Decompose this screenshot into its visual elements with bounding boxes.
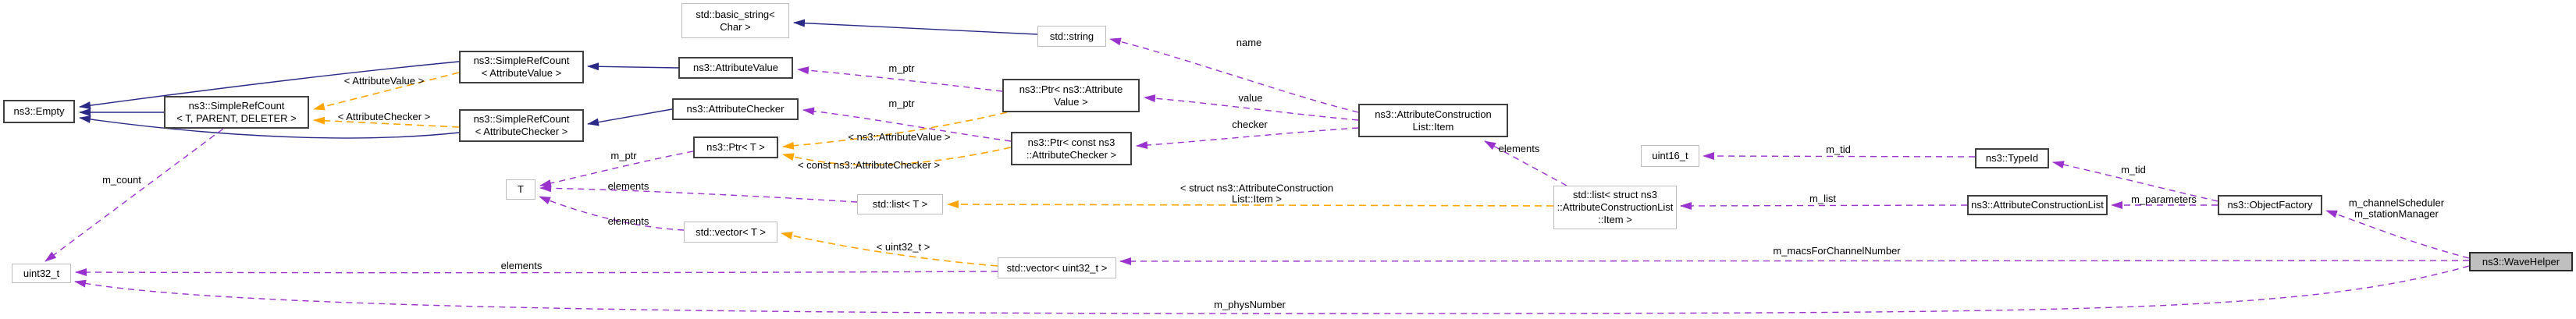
edge-member-m-count <box>44 128 224 262</box>
edge-label-elements-item: elements <box>1498 142 1540 154</box>
edge-label-elements-list-t: elements <box>607 179 649 192</box>
node-ns3-ptr-t[interactable]: ns3::Ptr< T > <box>693 136 778 158</box>
edge-label-m-list: m_list <box>1809 192 1836 204</box>
edge-label-name: name <box>1236 36 1262 48</box>
edge-inherit-attributechecker-simplerefcountAC <box>587 108 673 126</box>
edge-label-m-count: m_count <box>102 173 141 186</box>
edge-inherit-simplerefcountAV-empty <box>79 61 460 110</box>
edge-member-item-checker <box>1136 127 1359 150</box>
node-ns3-simplerefcount-attributechecker[interactable]: ns3::SimpleRefCount < AttributeChecker > <box>459 109 584 142</box>
edge-template-listitem-listT <box>947 200 1554 209</box>
node-ns3-objectfactory[interactable]: ns3::ObjectFactory <box>2218 195 2322 215</box>
edge-label-m-ptr-value: m_ptr <box>888 62 915 74</box>
node-attributeconstructionlist-item[interactable]: ns3::AttributeConstruction List::Item <box>1358 104 1508 137</box>
node-uint32-t: uint32_t <box>12 264 71 283</box>
edge-member-ptrAV-m-ptr <box>797 66 1003 92</box>
edge-member-listitem-elements <box>1484 140 1567 186</box>
edge-inherit-attributevalue-simplerefcountAV <box>587 62 679 71</box>
edge-label-m-macsforchannelnumber: m_macsForChannelNumber <box>1773 244 1901 257</box>
edge-label-m-physnumber: m_physNumber <box>1214 298 1286 310</box>
node-ns3-typeid[interactable]: ns3::TypeId <box>1975 148 2049 168</box>
edge-member-acl-m-list <box>1680 201 1968 210</box>
node-t: T <box>506 179 535 200</box>
edge-template-simplerefcountAC <box>313 116 460 128</box>
edge-member-listT-elements <box>539 184 858 203</box>
edge-label-elements-vector-t: elements <box>607 214 649 227</box>
node-std-vector-uint32-t: std::vector< uint32_t > <box>998 257 1116 278</box>
edge-template-ptrAV-ptrT <box>782 112 1008 150</box>
edge-label-template-ns3-attributevalue: < ns3::AttributeValue > <box>848 130 951 143</box>
edge-label-template-uint32-t: < uint32_t > <box>876 240 930 253</box>
node-std-basic-string: std::basic_string< Char > <box>681 3 789 38</box>
edge-inherit-string-basicstring <box>793 19 1038 35</box>
edge-inherit-simplerefcountAC-empty <box>79 115 460 139</box>
edge-member-vectorT-elements <box>539 196 685 231</box>
edge-label-m-ptr-checker: m_ptr <box>888 97 915 109</box>
node-std-list-attributeconstructionlist-item: std::list< struct ns3 ::AttributeConstru… <box>1553 186 1677 229</box>
node-ns3-wavehelper: ns3::WaveHelper <box>2469 252 2573 271</box>
node-ns3-simplerefcount-attributevalue[interactable]: ns3::SimpleRefCount < AttributeValue > <box>459 51 584 83</box>
edge-label-template-const-attributechecker: < const ns3::AttributeChecker > <box>797 158 941 171</box>
node-ns3-attributevalue[interactable]: ns3::AttributeValue <box>678 57 793 79</box>
edge-template-ptrAC-ptrT <box>782 147 1012 166</box>
node-ns3-ptr-const-attributechecker[interactable]: ns3::Ptr< const ns3 ::AttributeChecker > <box>1011 132 1132 165</box>
node-ns3-attributechecker[interactable]: ns3::AttributeChecker <box>672 98 799 120</box>
edge-label-template-struct-item: < struct ns3::AttributeConstruction List… <box>1179 182 1334 205</box>
node-ns3-simplerefcount-t-parent-deleter[interactable]: ns3::SimpleRefCount < T, PARENT, DELETER… <box>164 96 309 129</box>
edge-label-template-attributechecker: < AttributeChecker > <box>337 110 431 122</box>
edge-label-m-tid-typeid: m_tid <box>1826 143 1851 155</box>
node-std-vector-t: std::vector< T > <box>684 222 777 243</box>
edge-label-value: value <box>1238 91 1263 104</box>
node-ns3-attributeconstructionlist[interactable]: ns3::AttributeConstructionList <box>1967 195 2108 215</box>
edge-label-channelscheduler-stationmanager: m_channelScheduler m_stationManager <box>2348 197 2445 220</box>
edge-label-m-parameters: m_parameters <box>2131 193 2197 205</box>
edge-template-simplerefcountAV <box>313 72 460 111</box>
edge-member-item-value <box>1144 94 1359 121</box>
edge-member-wavehelper-factories <box>2325 210 2470 259</box>
edge-member-typeid-m-tid <box>1703 152 1976 161</box>
edge-label-template-attributevalue: < AttributeValue > <box>343 74 425 87</box>
edge-member-vectoru32-elements <box>75 268 998 277</box>
edge-label-m-tid-objectfactory: m_tid <box>2121 163 2146 175</box>
edge-member-wavehelper-phys <box>74 265 2470 314</box>
edge-member-ptrAC-m-ptr <box>802 107 1012 142</box>
node-std-list-t: std::list< T > <box>857 194 943 214</box>
edge-member-item-name <box>1109 37 1359 113</box>
edge-label-elements-vector-u32: elements <box>500 259 543 271</box>
node-std-string: std::string <box>1037 26 1106 47</box>
node-ns3-empty[interactable]: ns3::Empty <box>3 100 75 123</box>
node-ns3-ptr-attributevalue[interactable]: ns3::Ptr< ns3::Attribute Value > <box>1002 79 1140 112</box>
edge-label-checker: checker <box>1232 118 1268 130</box>
node-uint16-t: uint16_t <box>1641 145 1699 167</box>
edge-label-m-ptr-t: m_ptr <box>610 149 637 161</box>
